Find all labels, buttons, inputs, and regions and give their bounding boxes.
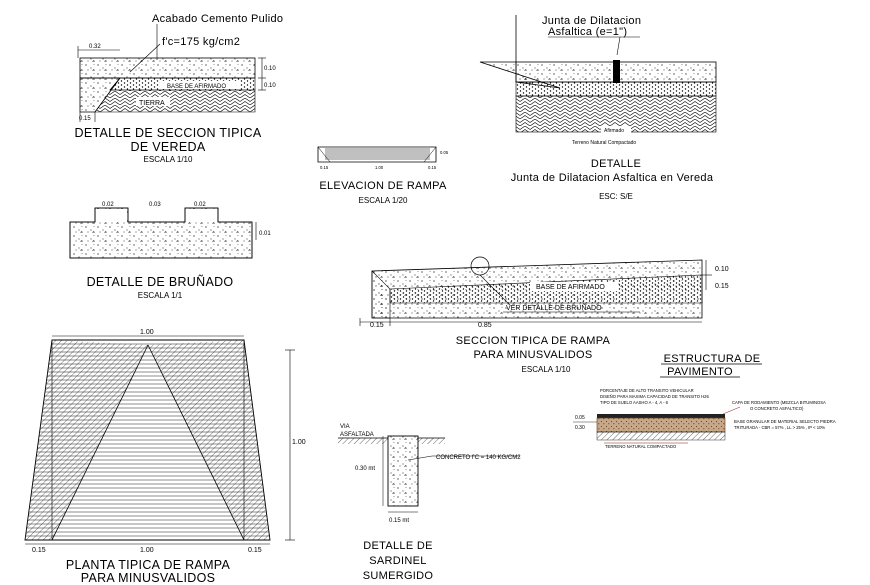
- planta-b2: 1.00: [140, 547, 154, 554]
- pavimento-detail: ESTRUCTURA DE PAVIMENTO PORCENTAJE DE AL…: [573, 353, 836, 449]
- sardinel-h: 0.30 mt: [355, 466, 375, 472]
- vereda-title-2: DE VEREDA: [131, 140, 206, 154]
- pavimento-terreno: TERRENO NATURAL COMPACTADO: [605, 444, 677, 449]
- planta-side-dim: 1.00: [292, 439, 306, 446]
- vereda-tierra: [94, 77, 256, 113]
- planta-b1: 0.15: [32, 547, 46, 554]
- brunado-detail: 0.02 0.03 0.02 0.01 DETALLE DE BRUÑADO E…: [69, 202, 271, 300]
- pavimento-d1: 0.05: [575, 415, 585, 421]
- brunado-dr: 0.01: [259, 231, 271, 237]
- pavimento-d2: 0.30: [575, 425, 585, 431]
- sardinel-via-2: ASFALTADA: [340, 432, 374, 438]
- vereda-dim-b: 0.15: [79, 116, 91, 122]
- pavimento-title-2: PAVIMENTO: [667, 366, 733, 378]
- rampa-escala: ESCALA 1/10: [522, 365, 571, 374]
- pavimento-note-1: PORCENTAJE DE ALTO TRANSITO VEHICULAR: [600, 388, 694, 393]
- sardinel-title-2: SARDINEL: [369, 555, 426, 567]
- rampa-db2: 0.85: [478, 322, 492, 329]
- pavimento-terreno-layer: [596, 431, 726, 441]
- planta-title-2: PARA MINUSVALIDOS: [81, 571, 216, 585]
- brunado-d2: 0.03: [149, 202, 161, 208]
- junta-label-2: Asfaltica (e=1"): [548, 26, 627, 38]
- elevacion-d2: 1.00: [375, 165, 384, 170]
- pavimento-capa-1: CAPA DE RODAMIENTO (MEZCLA BITUMINOSA: [732, 400, 826, 405]
- sardinel-block: [387, 435, 419, 507]
- vereda-slab: [79, 57, 256, 79]
- rampa-db1: 0.15: [370, 322, 384, 329]
- vereda-dim-r2: 0.10: [264, 83, 276, 89]
- elevacion-detail: 0.15 1.00 0.15 0.05 ELEVACION DE RAMPA E…: [317, 146, 449, 205]
- brunado-d1: 0.02: [102, 202, 114, 208]
- elevacion-title: ELEVACION DE RAMPA: [319, 180, 447, 192]
- brunado-escala: ESCALA 1/1: [138, 291, 183, 300]
- sardinel-title-1: DETALLE DE: [363, 540, 432, 552]
- pavimento-note-3: TIPO DE SUELO AASHO A - 4, A - 6: [600, 400, 669, 405]
- junta-afirmado-label: Afirmado: [604, 128, 624, 134]
- vereda-concreto-label: f'c=175 kg/cm2: [162, 36, 240, 48]
- vereda-title-1: DETALLE DE SECCION TIPICA: [75, 126, 262, 140]
- brunado-title: DETALLE DE BRUÑADO: [87, 275, 234, 289]
- junta-label-1: Junta de Dilatacion: [542, 15, 641, 27]
- sardinel-w: 0.15 mt: [389, 518, 409, 524]
- junta-title-2: Junta de Dilatacion Asfaltica en Vereda: [511, 172, 714, 184]
- rampa-title-1: SECCION TIPICA DE RAMPA: [456, 335, 611, 347]
- elevacion-escala: ESCALA 1/20: [359, 196, 408, 205]
- vereda-detail: Acabado Cemento Pulido f'c=175 kg/cm2 0.…: [75, 13, 284, 164]
- planta-detail: 1.00 1.00 0.15 1.00 0.15 PLANTA TIPICA D…: [24, 329, 306, 585]
- elevacion-d3: 0.15: [428, 165, 437, 170]
- pavimento-note-2: DISEÑO PARA MAXIMA CAPACIDAD DE TRANSITO…: [600, 394, 709, 399]
- brunado-d3: 0.02: [194, 202, 206, 208]
- junta-afirmado: [515, 81, 717, 97]
- junta-detail: Junta de Dilatacion Asfaltica (e=1") Afi…: [479, 15, 717, 201]
- sardinel-title-3: SUMERGIDO: [363, 570, 434, 582]
- sardinel-concreto: CONCRETO f'C = 140 KG/CM2: [436, 455, 521, 461]
- pavimento-base-2: TRITURADA - CBR = 57% , LL > 25% , IP < …: [734, 425, 825, 430]
- elevacion-d1: 0.15: [320, 165, 329, 170]
- junta-terreno-label: Terreno Natural Compactado: [572, 140, 636, 146]
- pavimento-base-layer: [596, 417, 726, 433]
- sardinel-via-1: VIA: [340, 424, 350, 430]
- junta-escala: ESC: S/E: [599, 192, 633, 201]
- pavimento-capa-2: O CONCRETO ASFALTICO): [750, 406, 804, 411]
- vereda-escala: ESCALA 1/10: [144, 155, 193, 164]
- pavimento-base-1: BASE GRANULAR DE MATERIAL SELECTO PIEDRA: [734, 419, 836, 424]
- rampa-ver-label: VER DETALLE DE BRUÑADO: [506, 303, 602, 312]
- vereda-dim-top: 0.32: [89, 44, 101, 50]
- elevacion-dh: 0.05: [440, 150, 449, 155]
- rampa-d1: 0.10: [715, 266, 729, 273]
- vereda-base-label: BASE DE AFIRMADO: [167, 84, 226, 90]
- vereda-dim-r1: 0.10: [264, 66, 276, 72]
- rampa-section: BASE DE AFIRMADO VER DETALLE DE BRUÑADO …: [359, 256, 729, 374]
- vereda-tierra-label: TIERRA: [139, 100, 165, 107]
- rampa-d2: 0.15: [715, 283, 729, 290]
- junta-title-1: DETALLE: [591, 158, 641, 170]
- rampa-base-label: BASE DE AFIRMADO: [536, 284, 605, 291]
- pavimento-title-1: ESTRUCTURA DE: [664, 353, 761, 365]
- sardinel-detail: VIA ASFALTADA CONCRETO f'C = 140 KG/CM2 …: [338, 424, 521, 582]
- planta-top-dim: 1.00: [140, 329, 154, 336]
- vereda-acabado-label: Acabado Cemento Pulido: [152, 13, 283, 25]
- planta-title-1: PLANTA TIPICA DE RAMPA: [66, 558, 231, 572]
- planta-b3: 0.15: [248, 547, 262, 554]
- rampa-title-2: PARA MINUSVALIDOS: [474, 349, 593, 361]
- pavimento-capa-layer: [597, 414, 725, 418]
- junta-joint: [613, 60, 620, 83]
